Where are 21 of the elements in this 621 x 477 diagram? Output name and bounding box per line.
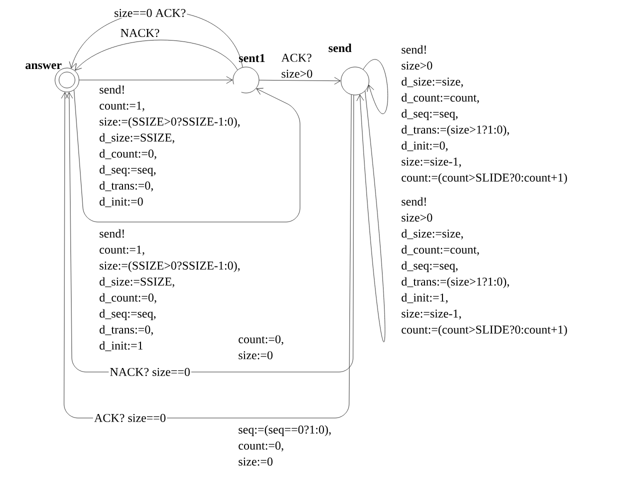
edge-label: size==0 ACK? [113, 8, 187, 18]
assignment-label: count:=0, size:=0 [237, 334, 285, 360]
edge-label: ACK? size>0 [280, 52, 314, 79]
arrow [61, 92, 352, 418]
location-name: answer [26, 63, 62, 70]
edge-label: send! count:=1, size:=(SSIZE>0?SSIZE-1:0), d_size:=SSIZE, d_count:=0, d_seq:=seq, d_trans:=0, d_init:=0 [98, 84, 242, 208]
assignment-label: seq:=(seq==0?1:0), count:=0, size:=0 [237, 424, 332, 467]
arrow [66, 92, 354, 372]
location-name: send [328, 44, 352, 52]
edge-label: NACK? [119, 28, 161, 38]
arrow [74, 40, 238, 71]
edge-label: send! size>0 d_size:=size, d_count:=count, d_seq:=seq, d_trans:=(size>1?1:0), d_init:=0, size:=size-1, count:=(count>SLIDE?0:count+1) [400, 44, 568, 186]
arrow [259, 77, 341, 85]
arrow [74, 88, 300, 222]
arrow [79, 76, 233, 84]
edge-label: ACK? size==0 [93, 412, 167, 424]
edge-label: send! size>0 d_size:=size, d_count:=count, d_seq:=seq, d_trans:=(size>1?1:0), d_init:=1, size:=size-1, count:=(count>SLIDE?0:count+1) [400, 196, 568, 338]
location-name: sent1 [239, 54, 265, 62]
arrow [362, 59, 388, 114]
arrow [356, 90, 386, 342]
edge-label: NACK? size==0 [108, 366, 192, 378]
